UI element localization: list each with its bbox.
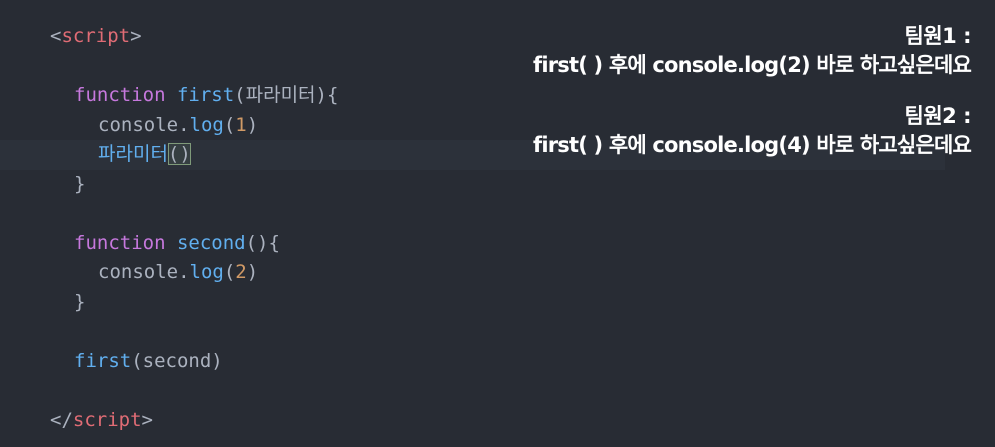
code-line-call: first(second): [50, 347, 945, 377]
number-literal: 1: [235, 113, 247, 136]
keyword: function: [74, 84, 166, 106]
code-line-script-open: <script>: [50, 22, 945, 52]
code-block: <script> function first(파라미터){ console.l…: [0, 22, 945, 436]
method-name: log: [189, 261, 224, 283]
code-line-fn1-body2-active: 파라미터(): [0, 140, 945, 170]
paren: (: [223, 113, 236, 136]
code-line-fn1-close: }: [50, 170, 945, 200]
params: (파라미터){: [234, 84, 339, 106]
note-title: 팀원1 :: [904, 24, 972, 48]
code-line-fn1-decl: function first(파라미터){: [50, 81, 945, 111]
angle-bracket: >: [141, 408, 153, 431]
method-name: log: [189, 113, 224, 136]
blank-line: [50, 199, 945, 229]
angle-bracket: <: [50, 25, 62, 47]
bracket-match-highlight: (): [167, 143, 191, 165]
note-text: first( ) 후에 console.log(2) 바로 하고싶은데요: [532, 53, 972, 77]
function-call-name: first: [74, 349, 132, 372]
paren: ): [246, 113, 259, 136]
function-name: second: [176, 231, 246, 254]
note-text: first( ) 후에 console.log(4) 바로 하고싶은데요: [532, 133, 972, 157]
angle-bracket: >: [130, 25, 142, 47]
object-name: console.: [98, 113, 190, 136]
object-name: console.: [98, 261, 190, 283]
brace: }: [74, 290, 86, 313]
caption-overlay: 팀원1 : first( ) 후에 console.log(2) 바로 하고싶은…: [532, 22, 972, 182]
note-team-member-2: 팀원2 : first( ) 후에 console.log(4) 바로 하고싶은…: [532, 102, 972, 160]
number-literal: 2: [235, 261, 247, 283]
params: (){: [245, 231, 280, 254]
call-args: (second): [131, 349, 223, 372]
callback-call: 파라미터: [98, 143, 168, 165]
code-line-fn1-body1: console.log(1): [50, 111, 945, 141]
angle-bracket: </: [50, 408, 73, 431]
code-line-fn2-close: }: [50, 288, 945, 318]
keyword: function: [74, 231, 166, 254]
code-line-script-close: </script>: [50, 406, 945, 436]
paren: ): [246, 261, 259, 283]
paren: (: [223, 261, 236, 283]
tag-name: script: [61, 25, 131, 47]
code-line-fn2-body1: console.log(2): [50, 258, 945, 288]
note-team-member-1: 팀원1 : first( ) 후에 console.log(2) 바로 하고싶은…: [532, 22, 972, 80]
note-title: 팀원2 :: [904, 104, 972, 128]
function-name: first: [176, 84, 235, 106]
code-line-fn2-decl: function second(){: [50, 229, 945, 259]
blank-line: [50, 376, 945, 406]
blank-line: [50, 317, 945, 347]
tag-name: script: [72, 408, 142, 431]
brace: }: [74, 172, 86, 195]
